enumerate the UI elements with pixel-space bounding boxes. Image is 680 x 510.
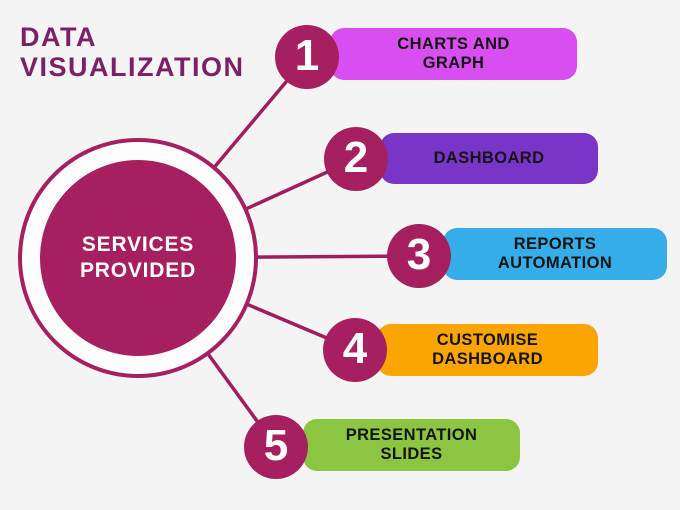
item-number-badge-5: 5 (244, 415, 308, 479)
hub-label: SERVICES PROVIDED (79, 233, 197, 282)
item-number: 5 (263, 421, 289, 470)
item-number: 2 (343, 133, 369, 182)
item-label: REPORTS AUTOMATION (497, 234, 613, 272)
item-number: 4 (342, 324, 368, 373)
item-number: 1 (294, 31, 320, 80)
item-bar-customise-dashboard: CUSTOMISE DASHBOARD (377, 324, 598, 376)
item-bar-dashboard: DASHBOARD (380, 133, 598, 184)
item-number-badge-4: 4 (323, 318, 387, 382)
hub-circle: SERVICES PROVIDED (18, 138, 258, 378)
hub-inner-circle: SERVICES PROVIDED (40, 160, 236, 356)
page-title: DATA VISUALIZATION (20, 22, 245, 83)
item-number-badge-1: 1 (275, 25, 339, 89)
item-label: CUSTOMISE DASHBOARD (432, 330, 543, 368)
item-number: 3 (406, 230, 432, 279)
item-bar-reports-automation: REPORTS AUTOMATION (443, 228, 667, 280)
item-bar-presentation-slides: PRESENTATION SLIDES (303, 419, 520, 471)
item-label: CHARTS AND GRAPH (397, 34, 510, 72)
item-bar-charts-and-graph: CHARTS AND GRAPH (330, 28, 577, 80)
item-number-badge-2: 2 (324, 127, 388, 191)
item-label: DASHBOARD (433, 148, 545, 167)
item-label: PRESENTATION SLIDES (345, 425, 478, 463)
item-number-badge-3: 3 (387, 224, 451, 288)
